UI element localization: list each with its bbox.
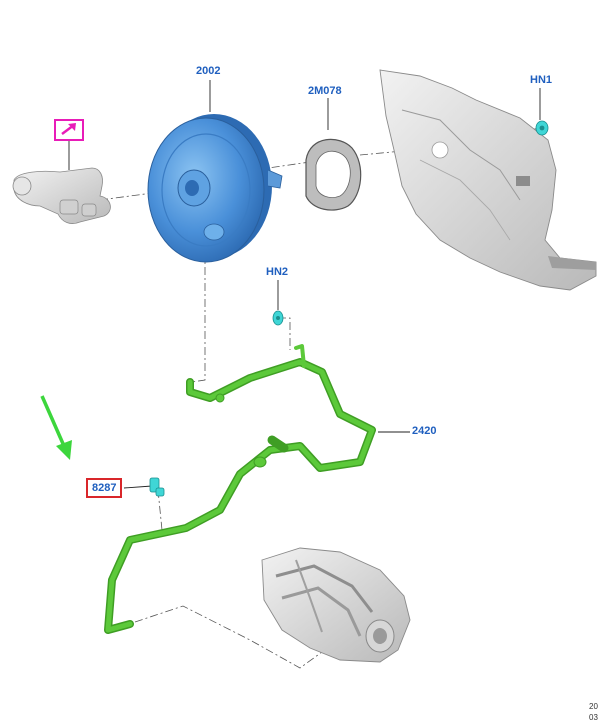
reference-symbol-box	[54, 119, 84, 141]
callout-hn2: HN2	[266, 266, 289, 278]
arrow-up-right-icon	[61, 123, 76, 135]
callout-2002: 2002	[196, 65, 221, 77]
gasket	[305, 138, 362, 211]
callout-2m078: 2M078	[308, 85, 342, 97]
intake-manifold	[261, 547, 411, 663]
leader-lines	[68, 80, 541, 489]
callout-2420: 2420	[412, 425, 437, 437]
nut-hn2	[272, 310, 284, 326]
callout-8287: 8287	[86, 478, 123, 498]
corner-code-line2: 03	[589, 713, 598, 722]
arrow-down-left-icon	[40, 395, 72, 460]
nut-hn1	[535, 120, 549, 136]
corner-code-line1: 20	[589, 702, 598, 711]
master-cylinder	[12, 167, 111, 224]
brake-booster	[147, 114, 283, 263]
callout-hn1: HN1	[530, 74, 553, 86]
vacuum-hose	[104, 344, 376, 634]
dash-panel	[379, 69, 597, 291]
check-valve	[149, 477, 165, 497]
